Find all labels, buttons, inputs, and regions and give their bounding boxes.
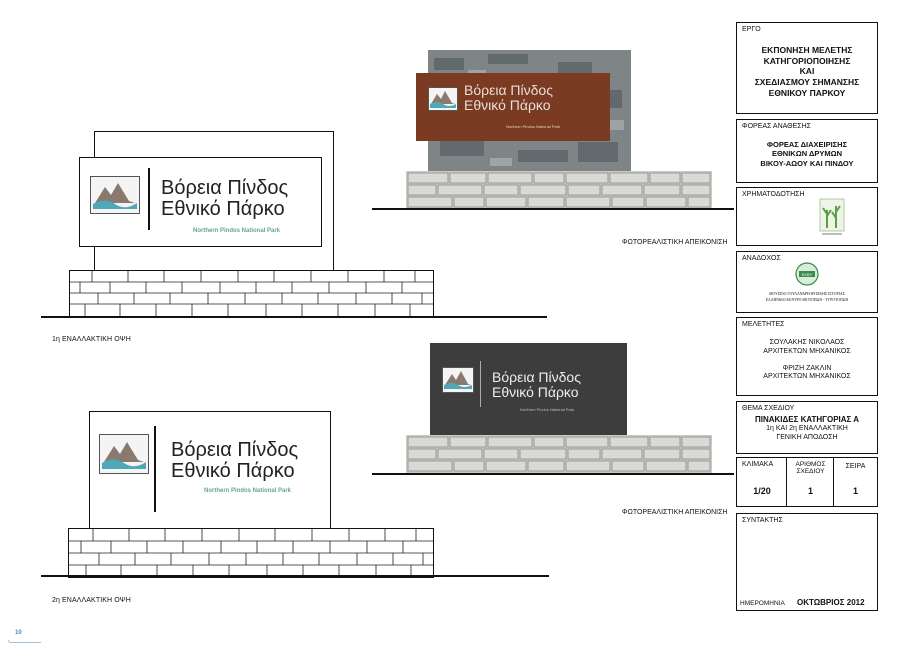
tb-theme-label: ΘΕΜΑ ΣΧΕΔΙΟΥ [742, 405, 795, 412]
alt1-stone-wall [69, 270, 434, 318]
photo2-stone-wall [406, 435, 712, 473]
tb-number-label-line2: ΣΧΕΔΙΟΥ [796, 468, 825, 476]
tb-foreas-text: ΦΟΡΕΑΣ ΔΙΑΧΕΙΡΙΣΗΣ ΕΘΝΙΚΩΝ ΔΡΥΜΩΝ ΒΙΚΟΥ-… [737, 140, 877, 168]
photo1-caption: ΦΩΤΟΡΕΑΛΙΣΤΙΚΗ ΑΠΕΙΚΟΝΙΣΗ [622, 239, 728, 246]
divider-bar [148, 168, 150, 230]
photo1-ground-line [372, 208, 734, 210]
tb-contractor-label: ΑΝΑΔΟΧΟΣ [742, 255, 781, 262]
alt1-caption: 1η ΕΝΑΛΛΑΚΤΙΚΗ ΟΨΗ [52, 336, 131, 343]
svg-text:EKBY: EKBY [802, 272, 813, 277]
photo1-sign-title-line2: Εθνικό Πάρκο [464, 96, 551, 113]
tb-number-label: ΑΡΙΘΜΟΣ ΣΧΕΔΙΟΥ [787, 461, 834, 475]
tb-author: ΣΥΝΤΑΚΤΗΣ ΗΜΕΡΟΜΗΝΙΑ ΟΚΤΩΒΡΙΟΣ 2012 [736, 513, 878, 611]
photo2-sign-title-line1: Βόρεια Πίνδος [492, 369, 581, 385]
park-logo-icon [428, 87, 458, 111]
tb-designer1-name: ΣΟΥΛΑΚΗΣ ΝΙΚΟΛΑΟΣ [769, 339, 845, 346]
alt2-sign-title-line1: Βόρεια Πίνδος [171, 439, 299, 461]
tb-ergo-line: ΚΑΤΗΓΟΡΙΟΠΟΙΗΣΗΣ [763, 55, 851, 66]
tb-designer2-name: ΦΡΙΖΗ ΖΑΚΛΙΝ [782, 364, 832, 372]
photo1-sign-title: Βόρεια Πίνδος Εθνικό Πάρκο [464, 83, 553, 112]
page-number-underline [8, 640, 41, 643]
tb-designer2-role: ΑΡΧΙΤΕΚΤΩΝ ΜΗΧΑΝΙΚΟΣ [763, 373, 851, 381]
tb-number-value: 1 [807, 486, 813, 496]
alt2-frame: Βόρεια Πίνδος Εθνικό Πάρκο Northern Pind… [89, 411, 331, 529]
park-logo-icon [99, 434, 149, 474]
tb-theme-line3: ΓΕΝΙΚΗ ΑΠΟΔΟΣΗ [776, 433, 838, 441]
photo1-stone-wall [406, 171, 712, 209]
tb-funding: ΧΡΗΜΑΤΟΔΟΤΗΣΗ [736, 187, 878, 246]
tb-number-cell: ΑΡΙΘΜΟΣ ΣΧΕΔΙΟΥ 1 [786, 457, 835, 507]
tb-scale-cell: ΚΛΙΜΑΚΑ 1/20 [736, 457, 788, 507]
alt2-sign-title: Βόρεια Πίνδος Εθνικό Πάρκο [171, 440, 298, 482]
tb-series-value: 1 [852, 486, 858, 496]
tb-funding-label: ΧΡΗΜΑΤΟΔΟΤΗΣΗ [742, 191, 805, 198]
alt2-ground-line [41, 575, 549, 577]
photo1-sign-title-line1: Βόρεια Πίνδος [464, 82, 553, 98]
alt2-sign-subtitle: Northern Pindos National Park [204, 488, 292, 494]
tb-ergo: ΕΡΓΟ ΕΚΠΟΝΗΣΗ ΜΕΛΕΤΗΣ ΚΑΤΗΓΟΡΙΟΠΟΙΗΣΗΣ Κ… [736, 22, 878, 114]
park-logo-icon [442, 367, 474, 393]
tb-ergo-line: ΕΚΠΟΝΗΣΗ ΜΕΛΕΤΗΣ [761, 45, 853, 55]
tb-theme: ΘΕΜΑ ΣΧΕΔΙΟΥ ΠΙΝΑΚΙΔΕΣ ΚΑΤΗΓΟΡΙΑΣ Α 1η Κ… [736, 401, 878, 454]
tb-ergo-line: ΚΑΙ [799, 66, 815, 77]
tb-ergo-line: ΣΧΕΔΙΑΣΜΟΥ ΣΗΜΑΝΣΗΣ [754, 76, 860, 87]
tb-ergo-text: ΕΚΠΟΝΗΣΗ ΜΕΛΕΤΗΣ ΚΑΤΗΓΟΡΙΟΠΟΙΗΣΗΣ ΚΑΙ ΣΧ… [737, 45, 877, 98]
tb-foreas: ΦΟΡΕΑΣ ΑΝΑΘΕΣΗΣ ΦΟΡΕΑΣ ΔΙΑΧΕΙΡΙΣΗΣ ΕΘΝΙΚ… [736, 119, 878, 183]
tb-contractor-line1: ΜΟΥΣΕΙΟ ΓΟΥΛΑΝΔΡΗ ΦΥΣΙΚΗΣ ΙΣΤΟΡΙΑΣ [769, 292, 845, 296]
sign-subtitle: Northern Pindos National Park [193, 228, 281, 234]
photo2-sign-title-line2: Εθνικό Πάρκο [492, 383, 579, 400]
alt2-caption: 2η ΕΝΑΛΛΑΚΤΙΚΗ ΟΨΗ [52, 597, 131, 604]
tb-theme-line2: 1η ΚΑΙ 2η ΕΝΑΛΛΑΚΤΙΚΗ [766, 425, 848, 432]
tb-number-label-line1: ΑΡΙΘΜΟΣ [795, 461, 826, 468]
tb-ergo-label: ΕΡΓΟ [742, 26, 761, 33]
tb-foreas-line: ΦΟΡΕΑΣ ΔΙΑΧΕΙΡΙΣΗΣ [766, 140, 848, 149]
tb-series-cell: ΣΕΙΡΑ 1 [833, 457, 878, 507]
contractor-logo-icon: EKBY [794, 262, 820, 286]
tb-designers-label: ΜΕΛΕΤΗΤΕΣ [742, 321, 785, 328]
tb-foreas-label: ΦΟΡΕΑΣ ΑΝΑΘΕΣΗΣ [742, 123, 811, 130]
park-logo-icon [90, 176, 140, 214]
tb-scale-label: ΚΛΙΜΑΚΑ [742, 461, 774, 468]
tb-designers-text: ΣΟΥΛΑΚΗΣ ΝΙΚΟΛΑΟΣ ΑΡΧΙΤΕΚΤΩΝ ΜΗΧΑΝΙΚΟΣ Φ… [737, 339, 877, 382]
tb-theme-line1: ΠΙΝΑΚΙΔΕΣ ΚΑΤΗΓΟΡΙΑΣ Α [754, 415, 860, 424]
tb-foreas-line: ΒΙΚΟΥ-ΑΩΟΥ ΚΑΙ ΠΙΝΔΟΥ [760, 158, 854, 168]
funding-logo-icon [819, 198, 845, 238]
sign-title-line1: Βόρεια Πίνδος [161, 177, 289, 199]
tb-scale-value: 1/20 [753, 486, 771, 496]
tb-author-label: ΣΥΝΤΑΚΤΗΣ [742, 517, 783, 524]
alt2-stone-wall [68, 528, 434, 578]
tb-contractor-line2: ΕΛΛΗΝΙΚΟ ΚΕΝΤΡΟ ΒΙΟΤΟΠΩΝ - ΥΓΡΟΤΟΠΩΝ [765, 298, 849, 302]
tb-series-label: ΣΕΙΡΑ [845, 463, 866, 470]
tb-date-value: ΟΚΤΩΒΡΙΟΣ 2012 [797, 598, 865, 607]
sign-title-line2: Εθνικό Πάρκο [161, 198, 285, 220]
alt1-ground-line [41, 316, 547, 318]
tb-foreas-line: ΕΘΝΙΚΩΝ ΔΡΥΜΩΝ [771, 149, 843, 159]
tb-designers: ΜΕΛΕΤΗΤΕΣ ΣΟΥΛΑΚΗΣ ΝΙΚΟΛΑΟΣ ΑΡΧΙΤΕΚΤΩΝ Μ… [736, 317, 878, 396]
photo2-sign-subtitle: Northern Pindos National Park [520, 407, 575, 412]
photo2-dark-panel: Βόρεια Πίνδος Εθνικό Πάρκο Northern Pind… [430, 343, 627, 435]
tb-ergo-line: ΕΘΝΙΚΟΥ ΠΑΡΚΟΥ [768, 87, 846, 98]
photo2-caption: ΦΩΤΟΡΕΑΛΙΣΤΙΚΗ ΑΠΕΙΚΟΝΙΣΗ [622, 509, 728, 516]
tb-theme-text: ΠΙΝΑΚΙΔΕΣ ΚΑΤΗΓΟΡΙΑΣ Α 1η ΚΑΙ 2η ΕΝΑΛΛΑΚ… [737, 415, 877, 443]
alt2-sign-title-line2: Εθνικό Πάρκο [171, 460, 295, 482]
tb-designer1-role: ΑΡΧΙΤΕΚΤΩΝ ΜΗΧΑΝΙΚΟΣ [763, 347, 851, 355]
alt1-sign-panel: Βόρεια Πίνδος Εθνικό Πάρκο Northern Pind… [79, 157, 322, 247]
tb-date-label: ΗΜΕΡΟΜΗΝΙΑ [740, 600, 785, 607]
divider-bar [480, 361, 481, 407]
sign-title: Βόρεια Πίνδος Εθνικό Πάρκο [161, 178, 288, 220]
photo2-sign-title: Βόρεια Πίνδος Εθνικό Πάρκο [492, 370, 581, 399]
photo1-rust-panel: Βόρεια Πίνδος Εθνικό Πάρκο Northern Pind… [416, 73, 610, 141]
divider-bar [154, 426, 156, 512]
photo1-sign-subtitle: Northern Pindos National Park [506, 124, 561, 129]
page-number: 10 [15, 630, 22, 636]
photo2-ground-line [372, 473, 734, 475]
photo1-stone-backdrop [428, 50, 631, 174]
tb-contractor: ΑΝΑΔΟΧΟΣ EKBY ΜΟΥΣΕΙΟ ΓΟΥΛΑΝΔΡΗ ΦΥΣΙΚΗΣ … [736, 251, 878, 313]
